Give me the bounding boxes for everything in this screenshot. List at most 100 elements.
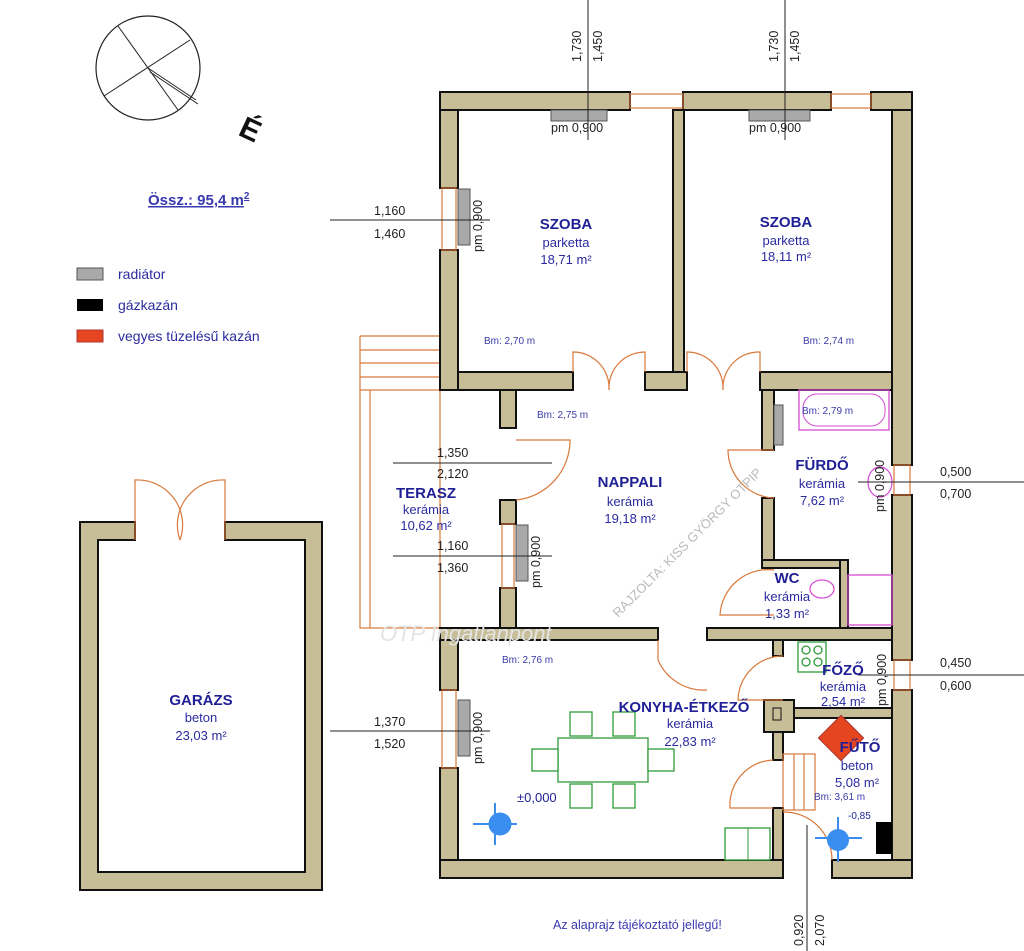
- chimney-icon: [772, 707, 782, 721]
- dimension-label: 1,360: [437, 561, 468, 575]
- room-floor: kerámia: [820, 679, 867, 694]
- room-floor: kerámia: [607, 494, 654, 509]
- room-floor: kerámia: [799, 476, 846, 491]
- radiator-icon: [748, 109, 811, 122]
- mixed-boiler-icon: [817, 714, 865, 762]
- total-area-sup: 2: [244, 191, 250, 202]
- room-floor: kerámia: [764, 589, 811, 604]
- radiator-icon: [457, 188, 471, 246]
- dimension-labels: 1,730 1,450 1,730 1,450 1,160 1,460 1,35…: [374, 31, 971, 946]
- dimension-label: 1,450: [788, 31, 802, 62]
- garage-walls: [79, 479, 323, 891]
- shower-icon: [847, 574, 893, 626]
- dimension-label: 0,700: [940, 487, 971, 501]
- room-height: Bm: 3,61 m: [814, 792, 865, 803]
- room-area: 23,03 m²: [175, 728, 227, 743]
- room-floor: parketta: [763, 233, 811, 248]
- dining-table-icon: [531, 711, 675, 809]
- dimension-label: 2,070: [813, 915, 827, 946]
- room-floor: kerámia: [403, 502, 450, 517]
- dimension-label: 1,730: [570, 31, 584, 62]
- radiators: [457, 109, 811, 757]
- room-name: FŰTŐ: [840, 738, 881, 756]
- parapet-label: pm 0,900: [873, 460, 887, 512]
- dimension-label: 0,500: [940, 465, 971, 479]
- parapet-label: pm 0,900: [529, 536, 543, 588]
- gas-boiler-icon: [876, 822, 892, 854]
- dimension-lines: [330, 0, 1024, 951]
- room-height: Bm: 2,76 m: [502, 655, 553, 666]
- radiator-icon: [773, 404, 784, 446]
- room-area: 18,71 m²: [540, 252, 592, 267]
- legend-label: radiátor: [118, 266, 166, 282]
- compass-icon: [95, 15, 201, 121]
- room-terasz: TERASZ kerámia 10,62 m²: [396, 485, 456, 533]
- dimension-label: 1,160: [437, 539, 468, 553]
- room-area: 18,11 m²: [761, 249, 812, 264]
- room-area: 22,83 m²: [664, 734, 716, 749]
- room-area: 1,33 m²: [765, 606, 810, 621]
- total-area-value: Össz.: 95,4 m: [148, 192, 244, 209]
- dimension-label: 0,600: [940, 679, 971, 693]
- room-area: 5,08 m²: [835, 775, 880, 790]
- level-label-boiler: -0,85: [848, 811, 871, 822]
- room-area: 10,62 m²: [400, 518, 452, 533]
- dimension-label: 2,120: [437, 467, 468, 481]
- radiator-icon: [515, 524, 529, 582]
- parapet-label: pm 0,900: [551, 121, 603, 135]
- cabinet-icon: [724, 827, 771, 861]
- level-marker-icon: [815, 817, 862, 862]
- room-floor: parketta: [543, 235, 591, 250]
- room-name: FŐZŐ: [822, 661, 864, 679]
- room-height: Bm: 2,75 m: [537, 410, 588, 421]
- legend-label: gázkazán: [118, 297, 178, 313]
- dimension-label: 1,520: [374, 737, 405, 751]
- room-name: NAPPALI: [598, 474, 663, 491]
- radiator-icon: [457, 699, 471, 757]
- dimension-label: 1,160: [374, 204, 405, 218]
- dimension-label: 1,450: [591, 31, 605, 62]
- room-area: 7,62 m²: [800, 493, 845, 508]
- room-wc: WC kerámia 1,33 m²: [764, 570, 811, 621]
- dimension-label: 0,920: [792, 915, 806, 946]
- room-floor: kerámia: [667, 716, 714, 731]
- room-szoba-2: SZOBA parketta 18,11 m² Bm: 2,74 m: [760, 214, 854, 347]
- room-szoba-1: SZOBA parketta 18,71 m² Bm: 2,70 m: [484, 216, 592, 347]
- dimension-label: 1,730: [767, 31, 781, 62]
- room-height: Bm: 2,74 m: [803, 336, 854, 347]
- room-name: FÜRDŐ: [795, 456, 849, 474]
- room-nappali: NAPPALI kerámia 19,18 m² Bm: 2,75 m: [537, 410, 662, 526]
- dimension-label: 1,370: [374, 715, 405, 729]
- north-label: É: [234, 110, 267, 149]
- room-furdo: FÜRDŐ kerámia 7,62 m² Bm: 2,79 m: [795, 406, 853, 508]
- room-height: Bm: 2,70 m: [484, 336, 535, 347]
- parapet-labels: pm 0,900 pm 0,900 pm 0,900 pm 0,900 pm 0…: [471, 121, 889, 764]
- room-futo: FŰTŐ beton 5,08 m² Bm: 3,61 m: [814, 738, 881, 803]
- parapet-label: pm 0,900: [875, 654, 889, 706]
- room-area: 2,54 m²: [821, 694, 866, 709]
- disclaimer-note: Az alaprajz tájékoztató jellegű!: [553, 918, 722, 932]
- level-marker-icon: [473, 803, 517, 845]
- legend-radiator-swatch: [76, 267, 104, 281]
- room-name: WC: [775, 570, 800, 587]
- bathtub-inner: [802, 393, 886, 427]
- room-fozo: FŐZŐ kerámia 2,54 m²: [820, 661, 867, 709]
- room-garazs: GARÁZS beton 23,03 m²: [169, 692, 232, 743]
- room-floor: beton: [841, 758, 874, 773]
- legend-label: vegyes tüzelésű kazán: [118, 328, 260, 344]
- room-name: TERASZ: [396, 485, 456, 502]
- room-konyha-etkezo: KONYHA-ÉTKEZŐ kerámia 22,83 m² Bm: 2,76 …: [502, 655, 750, 749]
- legend: radiátor gázkazán vegyes tüzelésű kazán: [76, 266, 260, 344]
- parapet-label: pm 0,900: [471, 712, 485, 764]
- parapet-label: pm 0,900: [749, 121, 801, 135]
- fixtures: [473, 389, 893, 862]
- room-floor: beton: [185, 710, 218, 725]
- legend-gas-boiler-swatch: [77, 299, 103, 311]
- room-name: GARÁZS: [169, 692, 232, 709]
- room-name: SZOBA: [760, 214, 813, 231]
- legend-mixed-boiler-swatch: [76, 329, 104, 343]
- room-name: SZOBA: [540, 216, 593, 233]
- total-area: Össz.: 95,4 m2: [148, 191, 250, 209]
- level-label-main: ±0,000: [517, 790, 557, 805]
